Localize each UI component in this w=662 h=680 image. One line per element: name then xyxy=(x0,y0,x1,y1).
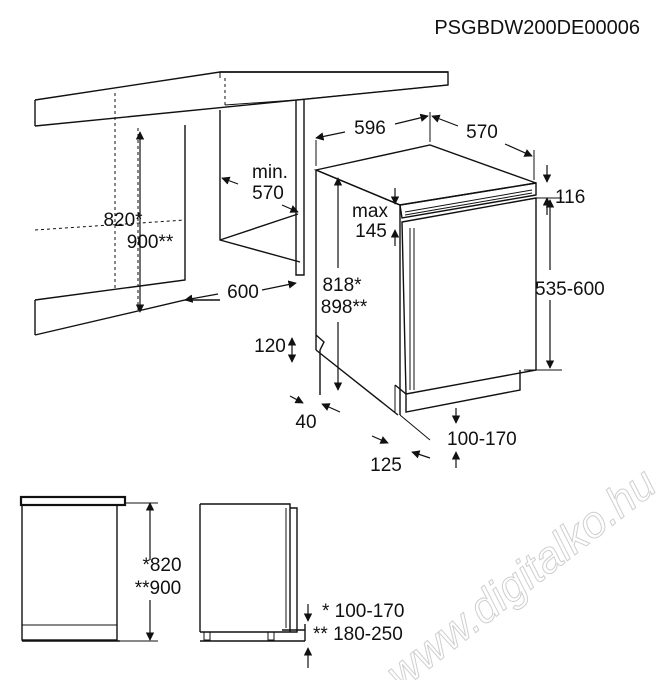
width-label: 596 xyxy=(354,118,386,139)
appliance-height-label-1: 818* xyxy=(322,275,362,296)
depth-arrow-right xyxy=(504,143,533,157)
plinth-setback-label: 125 xyxy=(370,455,402,476)
niche-height-label-1: 820* xyxy=(103,210,143,231)
appliance-height-label-2: 898** xyxy=(321,297,368,318)
max-value: 145 xyxy=(355,221,387,242)
plinth-depth-arrow-right xyxy=(321,403,341,413)
model-code: PSGBDW200DE00006 xyxy=(434,17,640,39)
plinth-height-label: 120 xyxy=(254,336,286,357)
plinth-depth-label: 40 xyxy=(295,412,316,433)
side-height-label-1: *820 xyxy=(142,555,181,576)
min-value: 570 xyxy=(252,183,284,204)
door-height-label: 535-600 xyxy=(535,279,605,300)
plinth-range-label: 100-170 xyxy=(447,429,517,450)
plinth-setback-arrow-left xyxy=(371,435,389,444)
top-gap-label: 116 xyxy=(555,187,585,208)
niche-width-label: 600 xyxy=(227,282,259,303)
foot-range-label-2: ** 180-250 xyxy=(313,624,403,645)
width-arrow-left xyxy=(315,131,346,141)
watermark: www.digitalko.hu xyxy=(377,458,662,680)
foot-range-label-1: * 100-170 xyxy=(322,601,404,622)
width-arrow-right xyxy=(394,113,429,125)
min-depth-arrow-right xyxy=(281,204,299,213)
niche-width-arrow-left xyxy=(184,293,219,303)
max-label: max xyxy=(352,201,388,222)
min-depth-arrow-left xyxy=(221,176,239,185)
niche-width-arrow-right xyxy=(261,280,297,291)
plinth-setback-arrow-right xyxy=(411,450,431,459)
niche-height-label-2: 900** xyxy=(127,232,174,253)
min-label: min. xyxy=(252,162,288,183)
side-height-label-2: **900 xyxy=(135,578,182,599)
side-view xyxy=(19,495,306,642)
depth-arrow-left xyxy=(431,114,459,127)
plinth-depth-arrow-left xyxy=(289,395,304,404)
depth-label: 570 xyxy=(466,122,498,143)
